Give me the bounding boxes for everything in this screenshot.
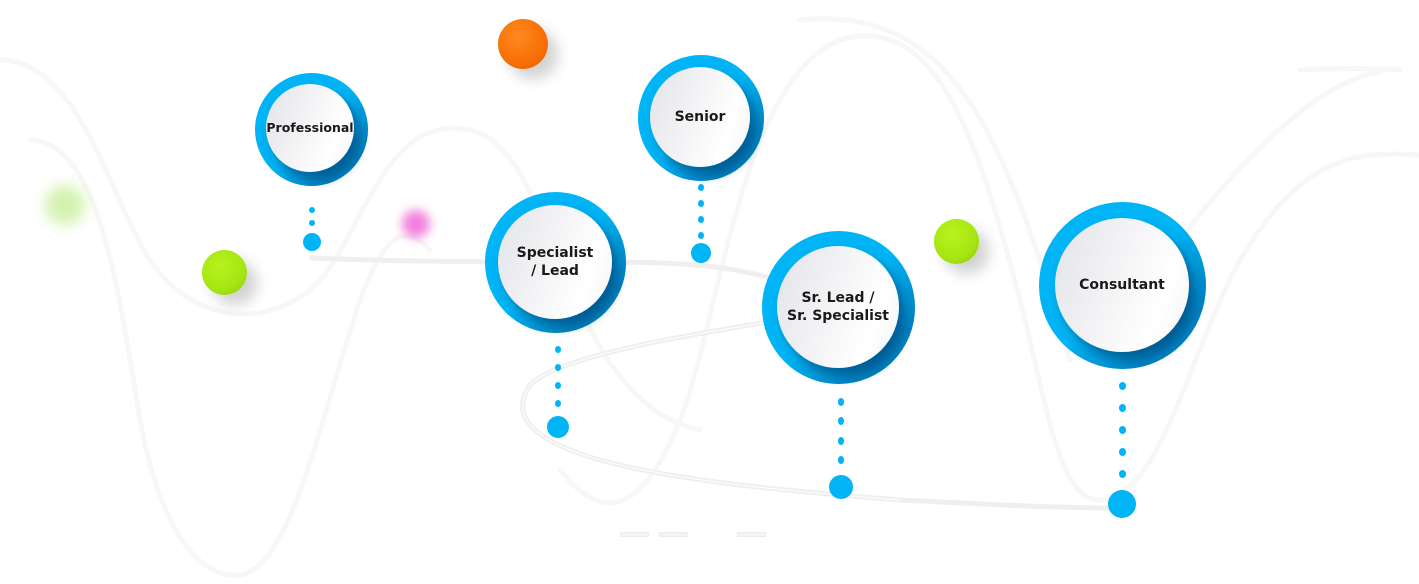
bg-curve bbox=[1297, 66, 1403, 73]
connector-dot bbox=[698, 232, 704, 239]
stage-label: Sr. Lead / Sr. Specialist bbox=[787, 289, 889, 324]
stage-senior: Senior bbox=[638, 55, 764, 181]
decor-bar bbox=[659, 532, 688, 537]
stage-label: Consultant bbox=[1079, 276, 1165, 293]
stage-professional: Professional bbox=[255, 73, 368, 186]
stage-specialist-lead: Specialist / Lead bbox=[485, 192, 626, 333]
connector-dot bbox=[309, 220, 315, 226]
bg-curve bbox=[27, 137, 433, 578]
connector-dot bbox=[838, 456, 844, 464]
connector-dot bbox=[838, 398, 844, 406]
green-ball bbox=[202, 250, 247, 295]
connector-dot bbox=[555, 400, 561, 407]
connector-dot bbox=[1119, 404, 1126, 412]
stage-label: Professional bbox=[266, 119, 354, 135]
connector-dot bbox=[838, 437, 844, 445]
blurred-green-ball bbox=[45, 185, 85, 225]
connector-dot bbox=[698, 200, 704, 207]
stage-sr-lead-sr-specialist: Sr. Lead / Sr. Specialist bbox=[762, 231, 915, 384]
milestone-dot bbox=[303, 233, 321, 251]
connector-dot bbox=[698, 184, 704, 191]
connector-dot bbox=[555, 382, 561, 389]
decor-bar bbox=[620, 532, 649, 537]
bg-curve bbox=[1177, 69, 1383, 243]
decor-bar bbox=[737, 532, 766, 537]
stage-label: Specialist / Lead bbox=[516, 244, 594, 279]
connector-dot bbox=[1119, 470, 1126, 478]
orange-ball bbox=[498, 19, 548, 69]
milestone-dot bbox=[1108, 490, 1136, 518]
milestone-dot bbox=[691, 243, 711, 263]
connector-dot bbox=[555, 364, 561, 371]
milestone-dot bbox=[547, 416, 569, 438]
connector-dot bbox=[555, 346, 561, 353]
green-ball bbox=[934, 219, 979, 264]
connector-dot bbox=[1119, 382, 1126, 390]
bg-curve bbox=[557, 33, 1419, 506]
connector-dot bbox=[1119, 448, 1126, 456]
connector-dot bbox=[698, 216, 704, 223]
blurred-pink-ball bbox=[402, 210, 430, 238]
connector-dot bbox=[309, 207, 315, 213]
connector-dot bbox=[838, 417, 844, 425]
milestone-dot bbox=[829, 475, 853, 499]
connector-dot bbox=[1119, 426, 1126, 434]
stage-consultant: Consultant bbox=[1039, 202, 1206, 369]
stage-label: Senior bbox=[674, 108, 726, 125]
